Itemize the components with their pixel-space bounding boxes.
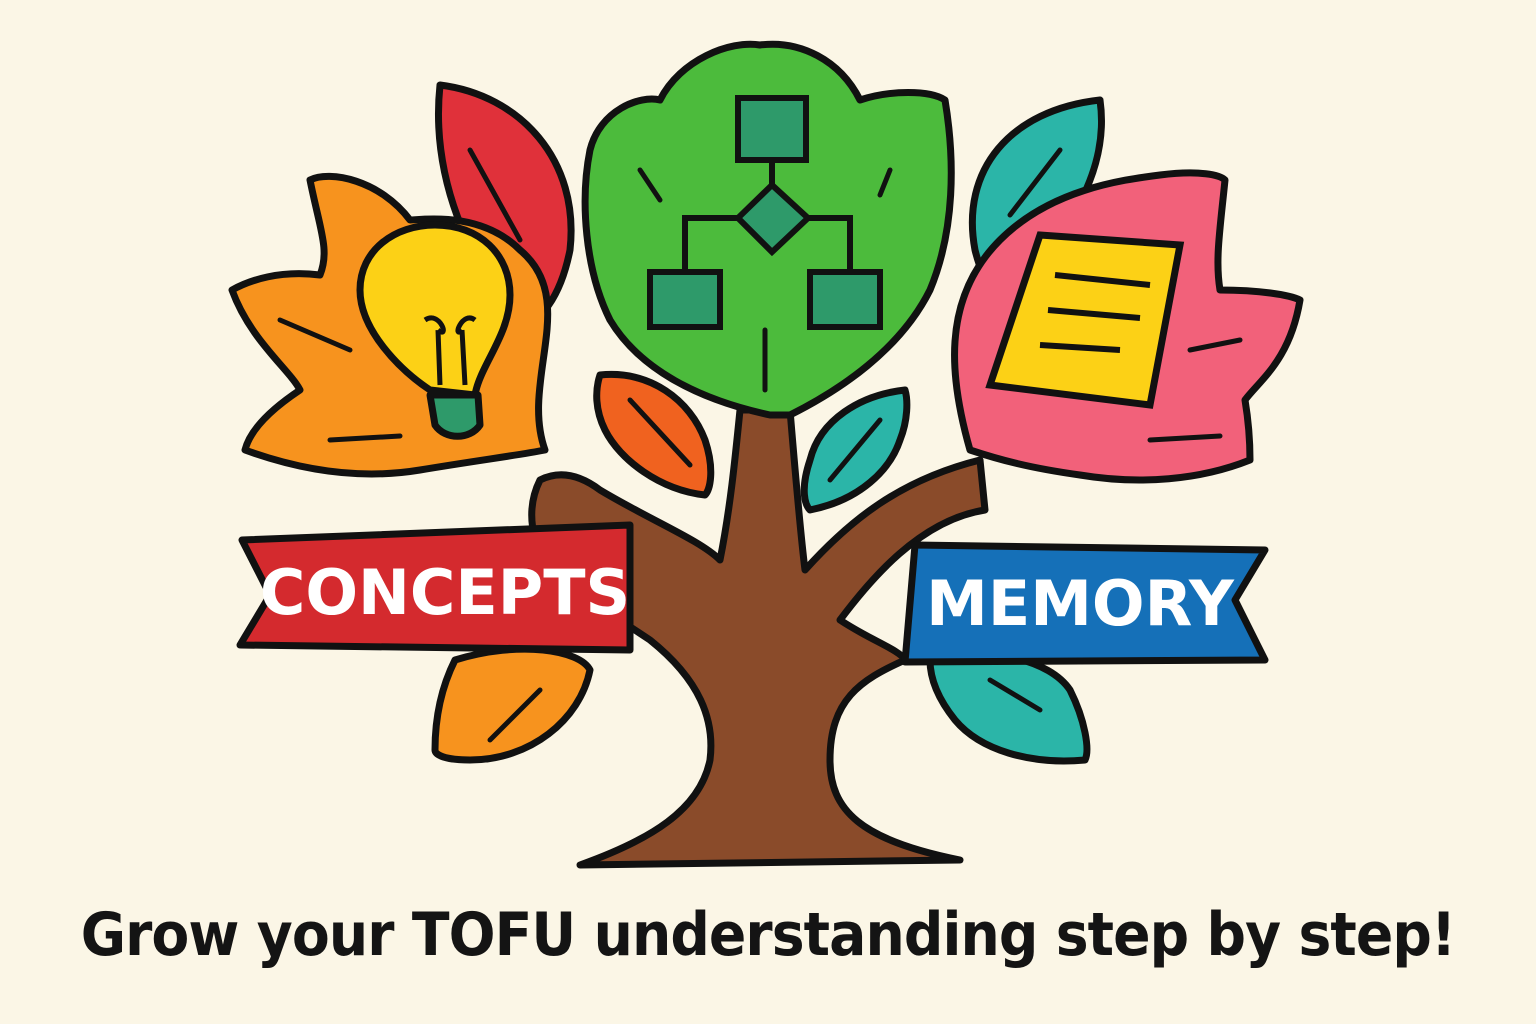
- memory-banner: [901, 541, 1269, 666]
- note-icon: [985, 231, 1185, 409]
- concepts-banner: [236, 521, 634, 654]
- concepts-label: CONCEPTS: [260, 556, 630, 629]
- memory-label: MEMORY: [926, 567, 1235, 640]
- tree-trunk: [528, 406, 989, 869]
- bottom-orange-leaf: [431, 645, 594, 764]
- flowchart-icon: [647, 95, 883, 330]
- caption-text: Grow your TOFU understanding step by ste…: [80, 900, 1456, 970]
- small-orange-leaf: [593, 370, 715, 499]
- lightbulb-icon: [356, 221, 514, 440]
- bottom-teal-leaf: [926, 650, 1091, 765]
